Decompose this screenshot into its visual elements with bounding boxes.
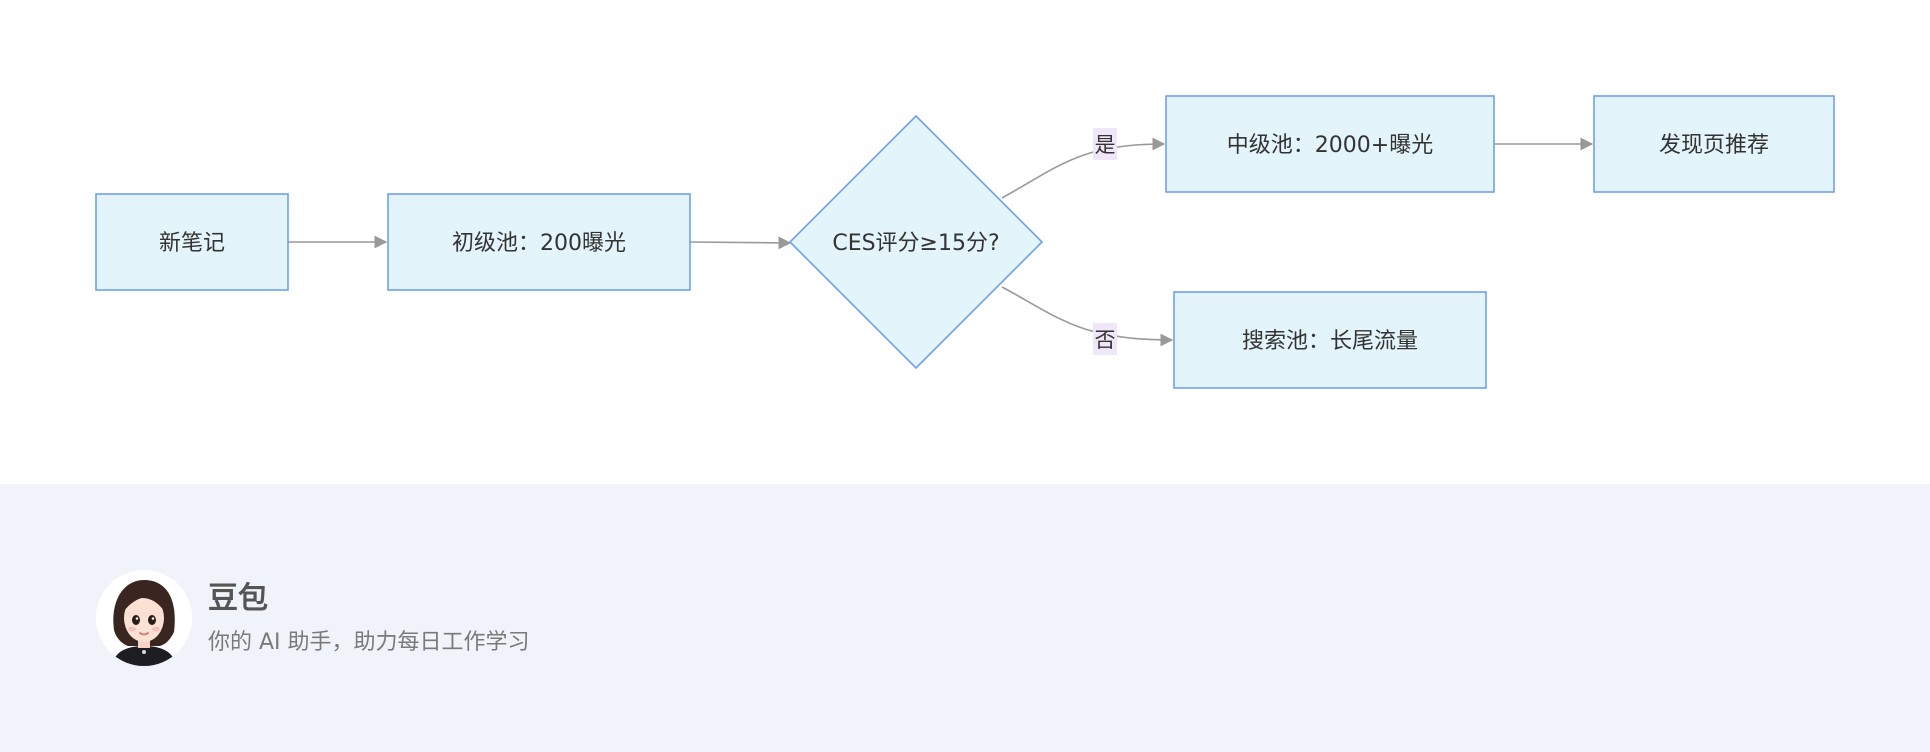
edge-label-yes-group: 是 xyxy=(1093,128,1117,160)
edge-label-no-group: 否 xyxy=(1093,323,1117,355)
node-decision-label: CES评分≥15分? xyxy=(832,231,999,256)
edge-label-no-bg xyxy=(1093,323,1117,355)
node-search-pool[interactable]: 搜索池：长尾流量 xyxy=(1173,291,1487,389)
edge-decision-to-search xyxy=(1001,286,1174,347)
node-initial-pool-box xyxy=(387,193,691,291)
edge-label-yes-bg xyxy=(1093,128,1117,160)
node-search-pool-label: 搜索池：长尾流量 xyxy=(1242,329,1418,354)
edge-decision-to-mid xyxy=(1001,137,1166,199)
edge-label-no: 否 xyxy=(1095,328,1116,352)
brand-tagline: 你的 AI 助手，助力每日工作学习 xyxy=(208,630,530,655)
flowchart-canvas: 是 否 新笔记 初级池：200曝光 CES评分≥15分? 中级池：2000+曝光… xyxy=(95,95,1835,389)
avatar-girl-icon xyxy=(96,570,192,666)
brand-name: 豆包 xyxy=(208,581,268,616)
node-mid-pool-label: 中级池：2000+曝光 xyxy=(1227,133,1433,158)
node-mid-pool[interactable]: 中级池：2000+曝光 xyxy=(1165,95,1495,193)
node-decision[interactable]: CES评分≥15分? xyxy=(788,114,1044,370)
edge-label-yes: 是 xyxy=(1095,133,1116,157)
footer-banner xyxy=(0,484,1930,752)
node-decision-diamond xyxy=(788,114,1044,370)
node-discover[interactable]: 发现页推荐 xyxy=(1593,95,1835,193)
edge-initial-to-decision xyxy=(689,236,792,250)
edges xyxy=(288,137,1594,347)
flowchart-svg: 是 否 新笔记 初级池：200曝光 CES评分≥15分? 中级池：2000+曝光… xyxy=(95,95,1835,389)
node-mid-pool-box xyxy=(1165,95,1495,193)
node-initial-pool-label: 初级池：200曝光 xyxy=(452,231,626,256)
node-discover-box xyxy=(1593,95,1835,193)
node-initial-pool[interactable]: 初级池：200曝光 xyxy=(387,193,691,291)
node-new-note[interactable]: 新笔记 xyxy=(95,193,289,291)
node-search-pool-box xyxy=(1173,291,1487,389)
node-new-note-box xyxy=(95,193,289,291)
node-new-note-label: 新笔记 xyxy=(159,231,225,256)
node-discover-label: 发现页推荐 xyxy=(1659,133,1769,158)
